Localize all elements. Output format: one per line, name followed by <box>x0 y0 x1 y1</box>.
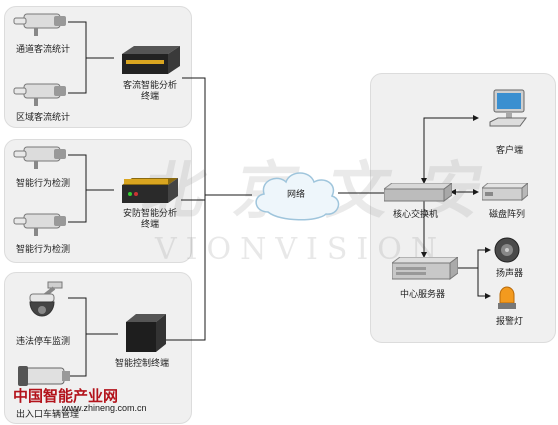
camera-label-entrance: 出入口车辆管理 <box>16 409 80 419</box>
cloud-label: 网络 <box>287 189 306 199</box>
watermark-english: VIONVISION <box>155 232 447 267</box>
controller-box-icon <box>126 314 166 352</box>
analyzer-box-icon <box>122 46 180 74</box>
controller-label: 智能控制终端 <box>115 358 170 368</box>
analyzer-label-passenger: 客流智能分析终端 <box>122 80 177 101</box>
site-logo-name: 中国智能产业网 <box>13 387 119 405</box>
alarm-light-icon <box>498 286 516 309</box>
bullet-camera-icon <box>13 13 66 36</box>
dome-camera-icon <box>29 281 63 317</box>
switch-label: 核心交换机 <box>393 209 439 219</box>
camera-label-behavior-2: 智能行为检测 <box>16 244 71 254</box>
storage-label: 磁盘阵列 <box>489 209 526 219</box>
camera-label-channel-flow: 通道客流统计 <box>16 44 71 54</box>
analyzer-label-security: 安防智能分析终端 <box>122 208 177 229</box>
alarm-label: 报警灯 <box>496 316 524 326</box>
camera-label-area-flow: 区域客流统计 <box>16 112 71 122</box>
camera-label-behavior-1: 智能行为检测 <box>16 178 71 188</box>
analyzer-box-icon <box>122 178 178 203</box>
network-cloud-icon <box>255 172 340 221</box>
box-camera-icon <box>18 366 70 386</box>
speaker-label: 扬声器 <box>496 268 524 278</box>
client-computer-icon <box>489 89 527 127</box>
bullet-camera-icon <box>13 146 66 169</box>
storage-array-icon <box>482 183 528 202</box>
switch-icon <box>384 183 452 202</box>
camera-label-parking: 违法停车监测 <box>16 336 71 346</box>
site-logo-url: www.zhineng.com.cn <box>62 403 147 413</box>
bullet-camera-icon <box>13 213 66 236</box>
bullet-camera-icon <box>13 83 66 106</box>
speaker-icon <box>494 237 520 263</box>
server-icon <box>392 257 458 280</box>
server-label: 中心服务器 <box>400 289 446 299</box>
client-label: 客户端 <box>496 145 524 155</box>
